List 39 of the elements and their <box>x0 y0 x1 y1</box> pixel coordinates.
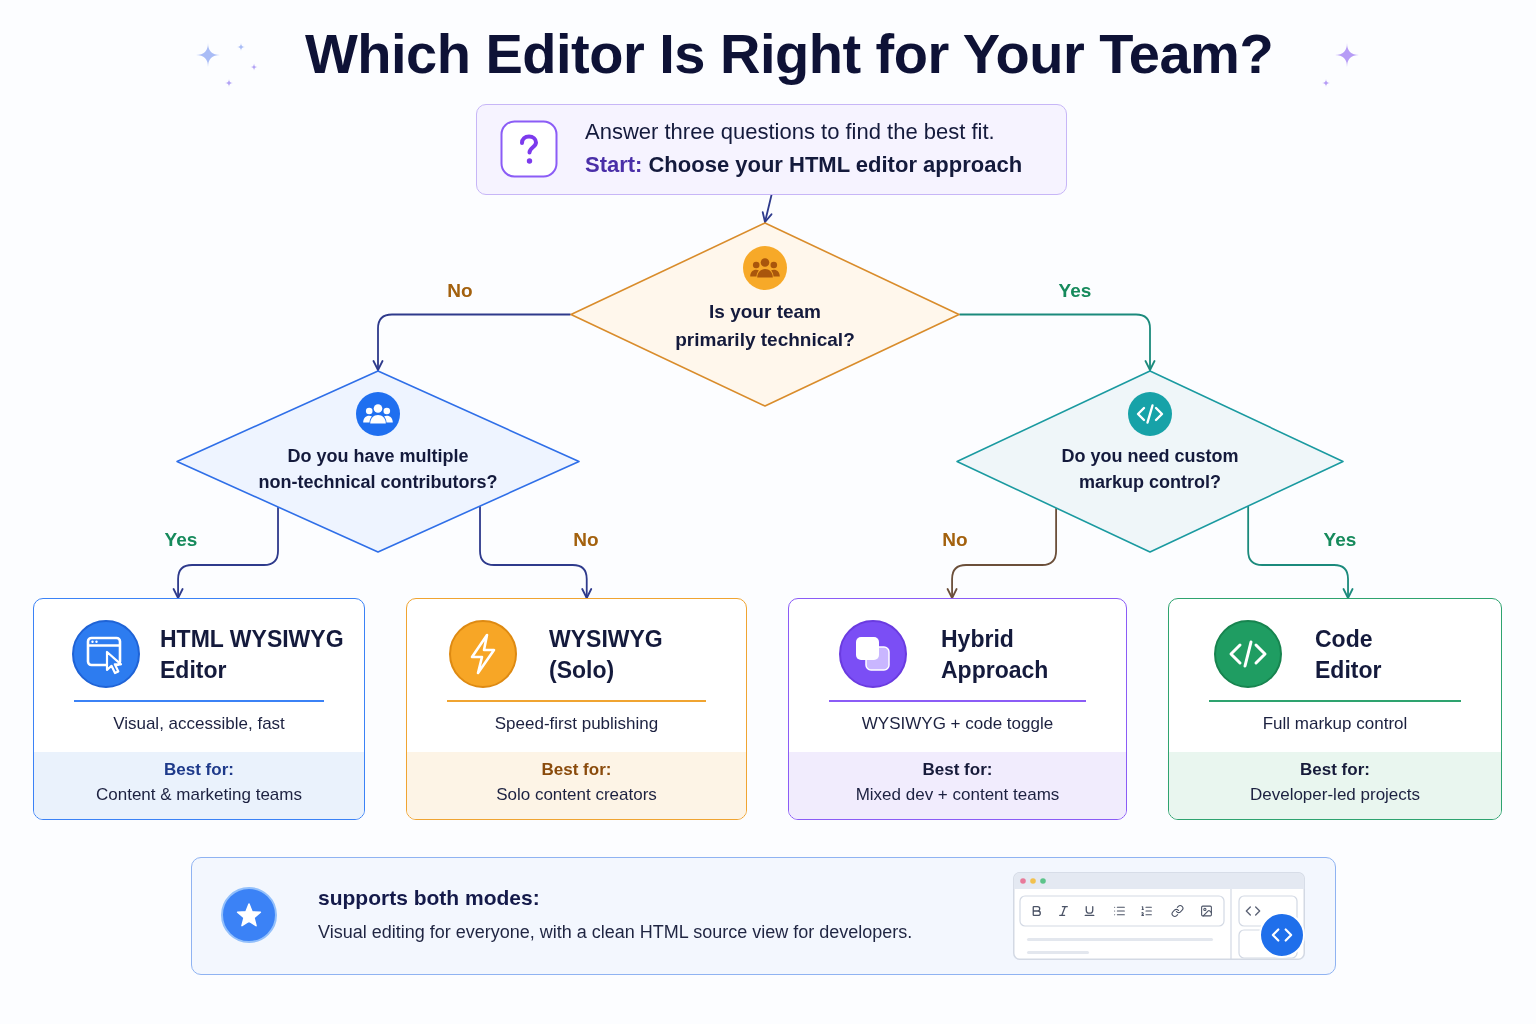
result-card <box>33 598 365 820</box>
card-subtitle: Speed-first publishing <box>494 713 659 735</box>
arrow <box>1247 505 1354 599</box>
info-box <box>191 857 1336 975</box>
best-for-label: Best for: <box>922 759 993 781</box>
start-text: Choose your HTML editor approach <box>648 151 1023 179</box>
card-title: Hybrid Approach <box>941 625 1050 685</box>
arrow <box>946 507 1057 599</box>
best-for-text: Developer-led projects <box>1249 784 1421 806</box>
question-text: Do you have multiple non-technical contributors? <box>257 445 499 494</box>
start-box <box>476 104 1067 195</box>
start-label: Start: <box>585 151 643 179</box>
arrow <box>761 194 773 223</box>
result-card <box>788 598 1127 820</box>
arrow <box>479 505 593 599</box>
card-title: WYSIWYG (Solo) <box>549 625 664 685</box>
arrow <box>372 313 571 371</box>
intro-text: Answer three questions to find the best fit. <box>585 118 995 146</box>
best-for-label: Best for: <box>164 759 234 781</box>
decision-diamond <box>570 222 960 407</box>
question-text: Do you need custom markup control? <box>1060 445 1240 494</box>
card-subtitle: WYSIWYG + code toggle <box>861 713 1054 735</box>
card-subtitle: Full markup control <box>1262 713 1408 735</box>
best-for-text: Content & marketing teams <box>96 784 302 806</box>
best-for-label: Best for: <box>1300 759 1370 781</box>
card-title: Code Editor <box>1315 625 1383 685</box>
arrow <box>959 313 1156 371</box>
result-card <box>1168 598 1502 820</box>
card-subtitle: Visual, accessible, fast <box>113 713 285 735</box>
best-for-text: Solo content creators <box>496 784 657 806</box>
card-title: HTML WYSIWYG Editor <box>160 625 345 685</box>
arrow <box>172 506 279 599</box>
result-card <box>406 598 747 820</box>
best-for-label: Best for: <box>541 759 612 781</box>
note-text: Visual editing for everyone, with a clean HTML source view for developers. <box>318 921 913 944</box>
best-for-text: Mixed dev + content teams <box>855 784 1060 806</box>
question-text: Is your team primarily technical? <box>674 300 856 352</box>
title: Which Editor Is Right for Your Team? <box>304 21 1274 87</box>
note-title: supports both modes: <box>318 885 540 911</box>
